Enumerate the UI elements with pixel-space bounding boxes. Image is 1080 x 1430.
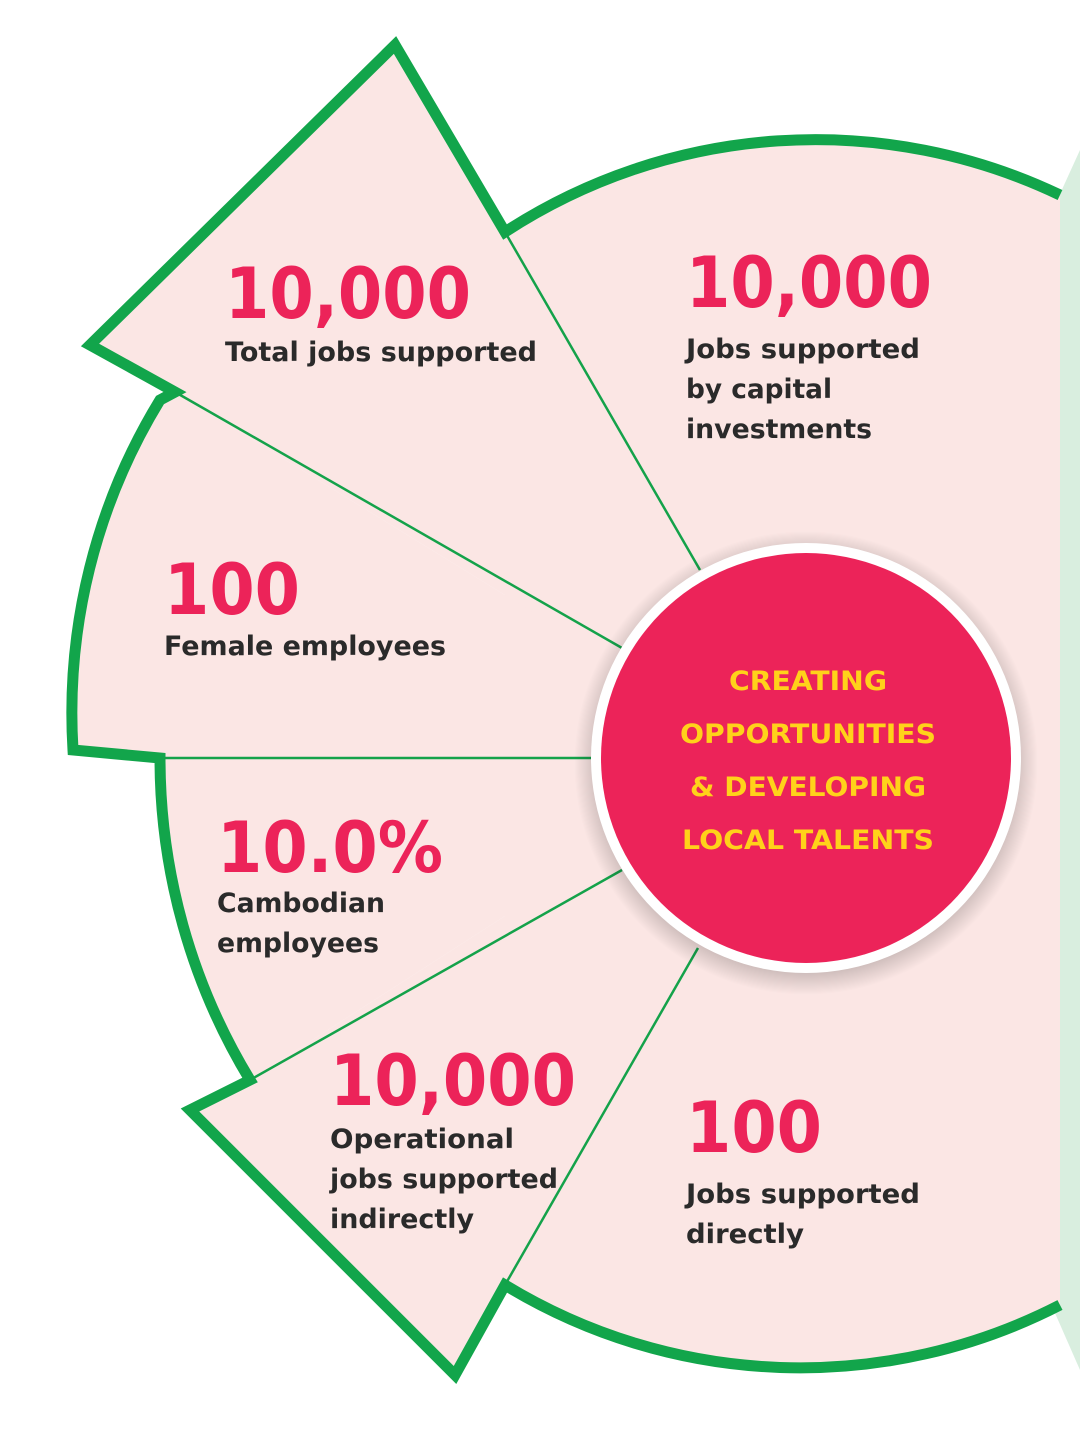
- value-total: 10,000: [225, 253, 471, 335]
- center-line-1: CREATING: [729, 666, 887, 697]
- label-direct-line-2: directly: [686, 1219, 804, 1250]
- divider-line-4: [249, 868, 623, 1082]
- label-female-line-1: Female employees: [164, 631, 446, 662]
- label-total-line-1: Total jobs supported: [225, 337, 537, 368]
- label-capital-line-2: by capital: [686, 374, 832, 405]
- wedge-total-jobs: [90, 45, 760, 752]
- label-operational-line-2: jobs supported: [329, 1164, 558, 1195]
- divider-line-5: [503, 947, 700, 1286]
- label-operational-line-1: Operational: [330, 1124, 514, 1155]
- center-line-3: & DEVELOPING: [690, 772, 926, 803]
- divider-line-2: [174, 390, 623, 650]
- value-female: 100: [164, 549, 300, 631]
- wedge-female: [71, 392, 761, 758]
- value-cambodian: 10.0%: [217, 807, 443, 889]
- label-direct-line-1: Jobs supported: [684, 1179, 920, 1210]
- label-cambodian-line-1: Cambodian: [217, 888, 385, 919]
- divider-line-1: [503, 231, 702, 571]
- value-capital: 10,000: [686, 242, 932, 324]
- label-cambodian-line-2: employees: [217, 928, 379, 959]
- label-operational-line-3: indirectly: [330, 1204, 474, 1235]
- divider-lines: [160, 231, 702, 1286]
- value-operational: 10,000: [330, 1040, 576, 1122]
- label-capital-line-3: investments: [686, 414, 872, 445]
- outer-outline: [66, 36, 1063, 1385]
- center-line-2: OPPORTUNITIES: [680, 719, 936, 750]
- center-circle-inner: [601, 553, 1011, 963]
- center-line-4: LOCAL TALENTS: [682, 825, 934, 856]
- value-direct: 100: [686, 1087, 822, 1169]
- wedge-operational: [190, 752, 760, 1375]
- label-capital-line-1: Jobs supported: [684, 334, 920, 365]
